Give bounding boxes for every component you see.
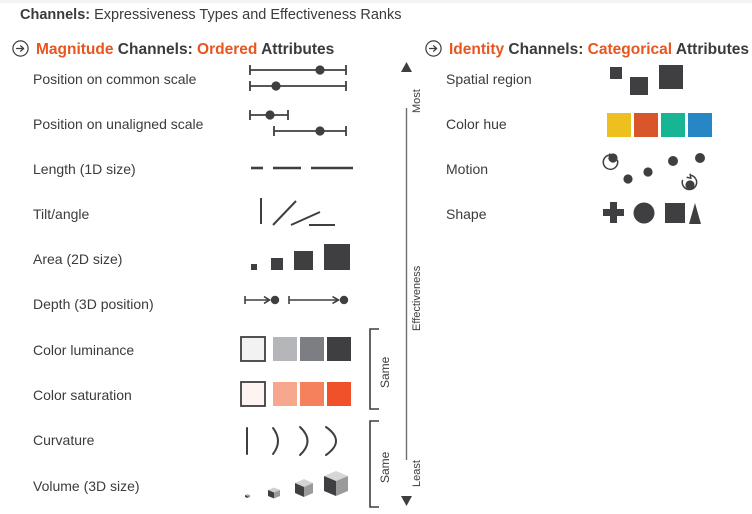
motion-glyph [597,148,712,198]
row-label-length: Length (1D size) [33,161,136,177]
row-label-color-saturation: Color saturation [33,387,132,403]
position-common-scale-glyph [248,62,353,96]
row-label-position-common-scale: Position on common scale [33,71,197,87]
identity-header-mid: Channels: [504,41,588,58]
row-label-position-unaligned-scale: Position on unaligned scale [33,116,204,132]
same-label-1: Same [378,356,392,388]
page-title-rest: Expressiveness Types and Effectiveness R… [90,7,402,23]
area-glyph [249,242,350,274]
identity-header-end: Attributes [672,41,750,58]
color-luminance-glyph [240,336,351,364]
row-label-color-luminance: Color luminance [33,342,135,358]
magnitude-header-mid: Channels: [113,41,198,58]
row-label-curvature: Curvature [33,432,95,448]
axis-label-least: Least [411,460,423,487]
row-label-tilt-angle: Tilt/angle [33,206,90,222]
magnitude-section-header: Magnitude Channels: Ordered Attributes [12,40,334,59]
row-label-color-hue: Color hue [446,116,507,132]
magnitude-header-kw1: Magnitude [36,41,114,58]
magnitude-header-end: Attributes [257,41,335,58]
color-hue-glyph [607,113,712,137]
same-bracket-luminance-saturation [368,328,380,410]
axis-label-most: Most [411,89,423,113]
magnitude-header-kw2: Ordered [197,41,258,58]
curvature-glyph [243,424,343,458]
spatial-region-glyph [609,63,689,97]
identity-header-kw2: Categorical [587,41,673,58]
identity-section-header: Identity Channels: Categorical Attribute… [425,40,749,59]
shape-glyph [603,202,703,226]
tilt-angle-glyph [258,195,338,229]
row-label-area: Area (2D size) [33,251,123,267]
position-unaligned-scale-glyph [248,107,353,141]
arrow-circle-right-icon [12,40,29,57]
depth-glyph [243,291,353,309]
same-label-2: Same [378,451,392,483]
color-saturation-glyph [240,381,351,409]
identity-header-kw1: Identity [449,41,505,58]
row-label-shape: Shape [446,206,487,222]
axis-label-effectiveness: Effectiveness [411,265,423,331]
page-title: Channels: Expressiveness Types and Effec… [20,7,401,23]
length-glyph [249,160,354,176]
top-divider [0,0,752,3]
row-label-volume: Volume (3D size) [33,478,140,494]
row-label-motion: Motion [446,161,489,177]
same-bracket-curvature-volume [368,420,380,508]
effectiveness-axis [399,62,415,506]
volume-glyph [243,465,348,503]
arrow-circle-right-icon [425,40,442,57]
row-label-depth: Depth (3D position) [33,296,154,312]
page-title-bold: Channels: [20,7,91,23]
row-label-spatial-region: Spatial region [446,71,532,87]
